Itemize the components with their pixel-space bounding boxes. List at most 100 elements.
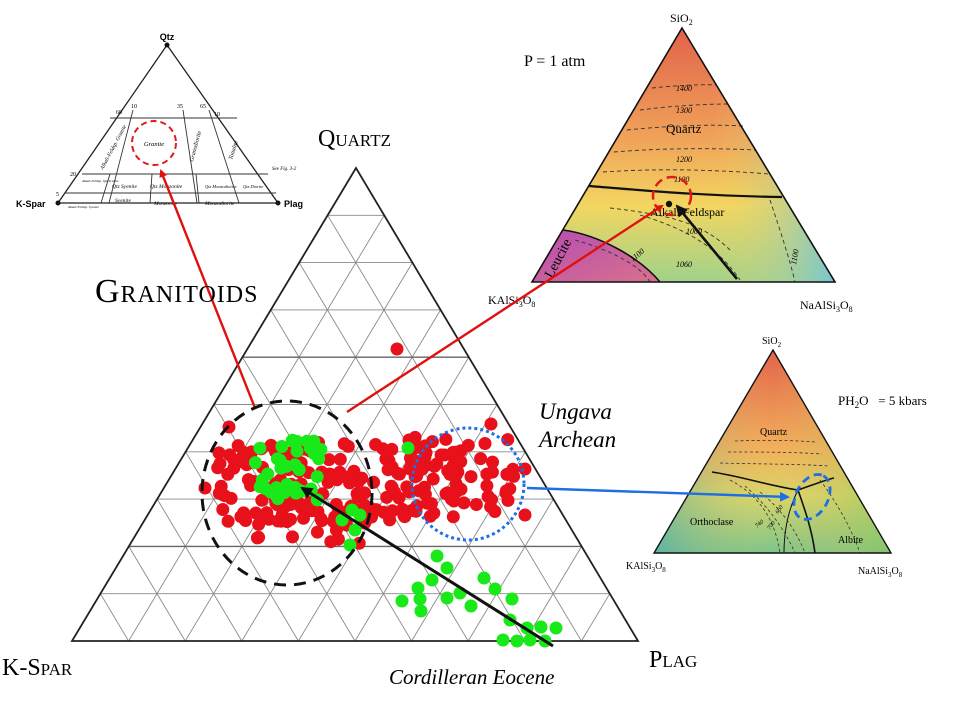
qap-num-10a: 10 (131, 104, 137, 110)
phase1-apex-label: SiO2 (670, 11, 693, 27)
vertex-kspar-label: K-Spar (2, 655, 73, 681)
red-data-point (485, 465, 499, 479)
qap-num-65: 65 (200, 104, 206, 110)
green-data-point (534, 620, 548, 634)
qap-see-fig: See Fig. 3-2 (272, 167, 297, 172)
green-data-point (300, 434, 314, 448)
green-data-point (411, 581, 425, 595)
cordilleran-label: Cordilleran Eocene (389, 665, 554, 689)
green-data-point (287, 435, 301, 449)
phase2-field-albite: Albite (838, 535, 864, 546)
red-data-point (324, 535, 338, 549)
red-data-point (418, 487, 432, 501)
phase2-iso-740: 740 (754, 518, 765, 529)
phase2-iso-660: 660 (775, 504, 785, 515)
green-data-point (440, 591, 454, 605)
red-data-point (480, 479, 494, 493)
ungava-label-line1: Ungava (539, 399, 612, 424)
phase1-minimum-point (665, 200, 673, 208)
green-data-point (523, 633, 537, 647)
green-data-point (288, 458, 302, 472)
qap-field-monzonite: Monzonite (153, 201, 178, 207)
qap-field-granite: Granite (144, 141, 164, 148)
phase1-iso-1000: 1000 (686, 227, 702, 236)
red-data-point (350, 487, 364, 501)
green-data-point (477, 571, 491, 585)
green-data-point (414, 604, 428, 618)
red-data-point (224, 491, 238, 505)
granitoid-cluster-circle (200, 399, 374, 587)
qap-field-syenite: Syenite (115, 198, 131, 204)
arrow-granitoids-to-qap (159, 169, 257, 409)
vertex-quartz-label: Quartz (318, 126, 391, 152)
red-data-point (249, 506, 263, 520)
red-data-point (446, 459, 460, 472)
ungava-cluster-circle (410, 426, 526, 542)
phase2-right-label: NaAlSi3O8 (858, 566, 903, 579)
phase2-field-orthoclase: Orthoclase (690, 517, 734, 528)
phase1-pressure: P = 1 atm (524, 53, 586, 70)
red-data-point (446, 510, 460, 524)
red-data-point (213, 457, 227, 471)
red-data-point (404, 451, 417, 465)
red-data-point (255, 493, 269, 507)
phase1-minimum-highlight (651, 175, 693, 217)
green-data-point (510, 634, 524, 648)
qap-field-qtz-syenite: Qtz Syenite (112, 184, 137, 190)
red-data-point (454, 482, 468, 496)
red-data-point (377, 505, 391, 519)
green-data-point (425, 573, 439, 587)
red-data-point (335, 469, 349, 483)
red-data-point (484, 493, 498, 507)
red-data-point (212, 446, 226, 460)
phase-diagram-5kbar: SiO2 PH2O = 5 kbars KAlSi3O8 NaAlSi3O8 Q… (626, 336, 927, 579)
red-data-point (461, 438, 475, 452)
red-data-point (518, 508, 532, 522)
red-data-point (198, 481, 212, 495)
qap-field-alkali-syenite: Alkali-Feldsp. Syenite (67, 205, 99, 209)
green-data-point (413, 592, 427, 606)
vertex-plag-label: Plag (649, 647, 697, 673)
green-data-point (253, 441, 267, 455)
red-data-point (457, 496, 471, 510)
phase1-iso-1300: 1300 (676, 106, 692, 115)
red-data-point (501, 433, 515, 447)
qap-field-alkali-granite: Alkali-Feldsp. Granite (99, 124, 128, 172)
red-data-point (311, 505, 325, 519)
green-data-point (549, 621, 563, 635)
green-data-point (496, 633, 510, 647)
phase1-right-label: NaAlSi3O8 (800, 298, 853, 314)
green-data-point (395, 594, 409, 608)
red-data-point (284, 512, 297, 526)
green-data-point (268, 487, 282, 501)
green-data-point (464, 599, 478, 613)
green-data-point (255, 473, 269, 487)
red-data-point (424, 497, 438, 511)
phase2-apex-label: SiO2 (762, 336, 782, 349)
phase2-field-quartz: Quartz (760, 427, 788, 438)
phase1-left-label: KAlSi3O8 (488, 293, 535, 309)
red-data-point (506, 462, 520, 476)
qap-field-alkali-qtz-syenite: Alkali-Feldsp. Qtz Syenite (81, 179, 119, 183)
green-data-point (348, 523, 362, 537)
qap-classification-diagram: Qtz K-Spar Plag 60 20 5 10 35 65 10 Gran… (16, 32, 303, 209)
green-data-point (488, 582, 502, 596)
phase1-iso-1200: 1200 (676, 155, 692, 164)
phase-diagram-1atm: P = 1 atm SiO2 KAlSi3O8 NaAlSi3O8 Quartz… (488, 11, 853, 314)
red-data-point (488, 505, 502, 518)
red-data-point (297, 511, 310, 525)
red-data-point (474, 452, 488, 466)
green-data-point (310, 470, 324, 484)
red-data-point (469, 498, 483, 511)
qap-field-tonalite: Tonalite (228, 140, 240, 161)
red-data-point (286, 530, 299, 544)
red-data-point (239, 514, 253, 527)
red-data-point (478, 437, 492, 450)
red-data-point (310, 525, 324, 539)
phase2-iso-700: 700 (767, 520, 777, 531)
green-data-point (505, 592, 519, 606)
phase1-iso-1400: 1400 (676, 84, 692, 93)
red-data-point (439, 432, 453, 446)
red-data-point (393, 467, 406, 481)
